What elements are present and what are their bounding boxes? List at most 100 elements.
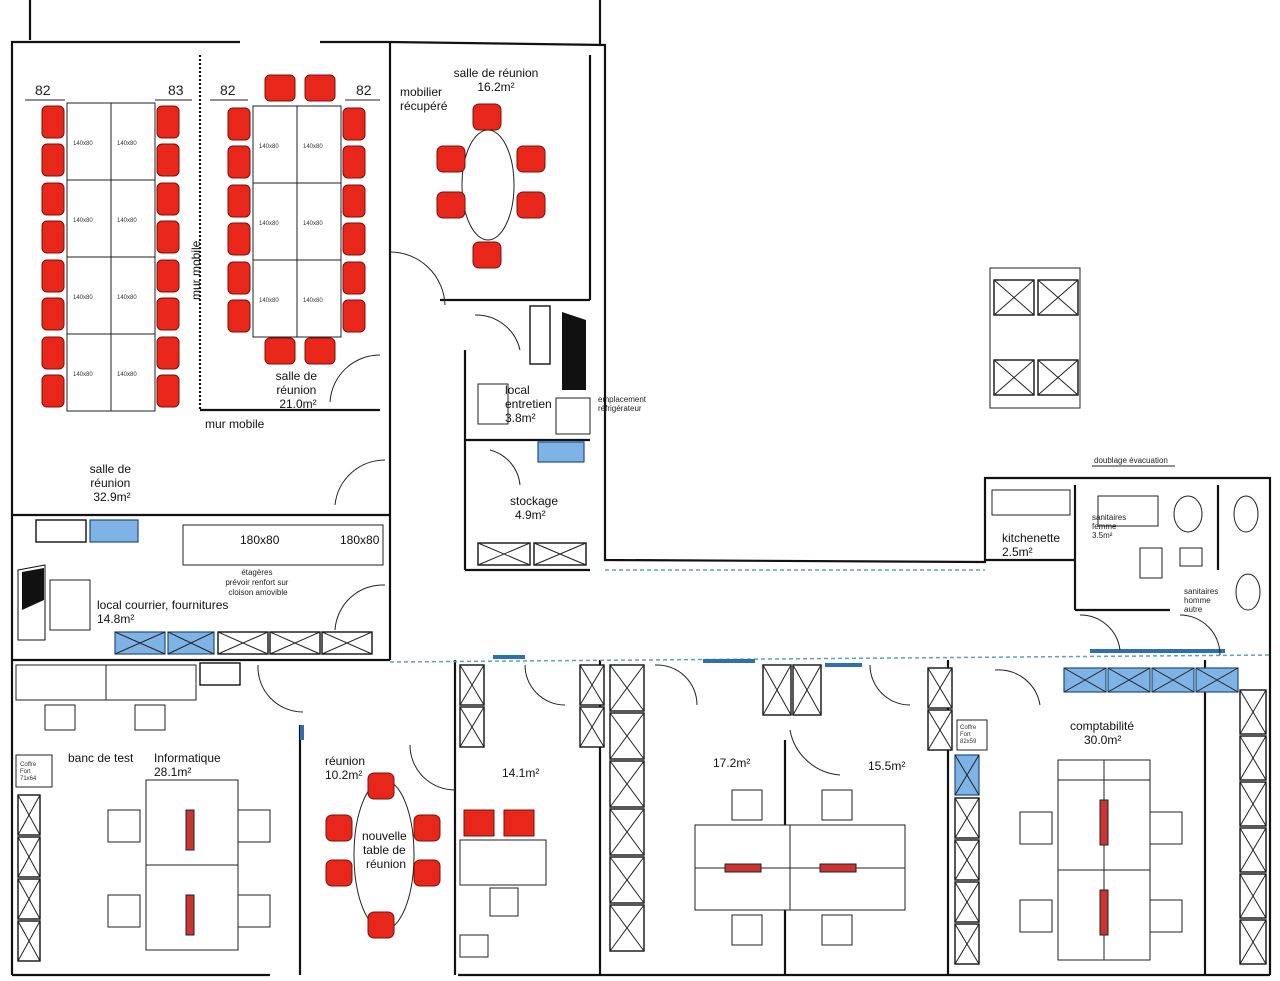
chair-compta-1	[1019, 811, 1053, 845]
courrier-area: 14.8m²	[97, 612, 134, 626]
door-swings	[257, 251, 1221, 791]
compta-left-cab-1-x2	[954, 839, 980, 881]
door-arc-10	[789, 729, 841, 776]
big-chair-l-0-1	[41, 143, 65, 177]
col-cab-a-1-x2	[579, 706, 605, 748]
etageres-label: étagères prévoir renfort sur cloison amo…	[225, 568, 290, 597]
courrier-room: 180x80 180x80 étagères prévoir renfort s…	[17, 519, 384, 655]
mid-chair-l-0-1	[227, 145, 251, 179]
service-rooms: local entretien 3.8m² emplacement réfrig…	[477, 305, 648, 566]
kitchenette-name: kitchenette	[1002, 531, 1060, 545]
small-chair-3	[436, 191, 466, 219]
mid-chair-l-2-0	[227, 261, 251, 295]
door-arc-12	[994, 669, 1041, 706]
cf2-1: Coffre	[960, 725, 977, 731]
cf1-1: Coffre	[20, 762, 37, 768]
chair-172-3	[731, 914, 763, 946]
compta-top-cab-0-x2	[1063, 667, 1107, 693]
emplacement-label: emplacement réfrigérateur	[598, 395, 648, 413]
float-cab-2-x2	[1037, 279, 1079, 316]
courrier-cab-1-x2	[269, 631, 321, 655]
dimension-82-b: 82	[220, 82, 236, 98]
mobilier-2: récupéré	[400, 99, 448, 113]
office-172-155: 17.2m² 15.5m²	[694, 756, 906, 946]
nouvelle-table-label: nouvelle table de réunion	[362, 829, 410, 871]
mobilier-label: mobilier récupéré	[400, 85, 448, 113]
comptabilite-area: 30.0m²	[1084, 733, 1121, 747]
big-chair-l-2-1	[41, 297, 65, 331]
sh-1: sanitaires	[1184, 587, 1218, 596]
sf-2: femme	[1092, 522, 1117, 531]
door-arc-8	[524, 664, 566, 706]
new-chair-2	[325, 814, 353, 842]
mid-chair-bottom-0	[264, 337, 296, 365]
big-table-3-1	[110, 333, 156, 412]
chair-compta-3	[1019, 899, 1053, 933]
sink-entretien	[477, 383, 509, 425]
info-cab-0-x2	[17, 794, 41, 836]
divider-172-b	[819, 863, 857, 873]
mid-chair-r-0-0	[342, 107, 366, 141]
mid-chair-bottom-1	[304, 337, 336, 365]
col-cab-c-1-x2	[792, 664, 822, 716]
etageres-2: prévoir renfort sur	[225, 578, 288, 587]
chair-172-1	[731, 789, 763, 821]
emplacement-1: emplacement	[598, 395, 647, 404]
chair-info-4	[237, 894, 271, 928]
sh-2: homme	[1184, 596, 1211, 605]
fridge-box	[555, 397, 591, 435]
small-chair-5	[516, 191, 546, 219]
printer	[199, 662, 241, 686]
new-chair-3	[325, 859, 353, 887]
col-cab-a-0-x2	[579, 664, 605, 706]
big-table-label-1-1: 140x80	[117, 218, 137, 224]
divider-info-2	[185, 894, 195, 936]
toilet-1	[1173, 495, 1203, 533]
door-arc-0	[389, 251, 446, 306]
comptabilite-room: comptabilité 30.0m² Coffre Fort 82x59	[459, 664, 1267, 965]
mid-table-label-0-0: 140x80	[259, 144, 279, 150]
nt-2: table de	[363, 843, 406, 857]
new-chair-5	[413, 859, 441, 887]
compta-top-cab-1-x2	[1107, 667, 1151, 693]
doublage-label: doublage évacuation	[1094, 456, 1168, 465]
kitchenette-area: doublage évacuation kitchenette 2.5m² sa…	[991, 456, 1261, 614]
chair-172-4	[821, 914, 853, 946]
toilet-2	[1233, 495, 1259, 533]
local-entretien-label: local entretien 3.8m²	[505, 383, 555, 425]
mid-table-1-1	[296, 182, 342, 261]
cabinet-entretien	[529, 305, 551, 365]
big-table-label-3-0: 140x80	[73, 372, 93, 378]
mid-chair-top-1	[304, 74, 336, 102]
mid-chair-top-0	[264, 74, 296, 102]
info-cab-2-x2	[17, 878, 41, 920]
chair-compta-4	[1149, 899, 1183, 933]
chair-info-2	[237, 809, 271, 843]
mid-chair-l-1-1	[227, 222, 251, 256]
courrier-cab-blue-1-x2	[114, 631, 166, 655]
big-table-label-3-1: 140x80	[117, 372, 137, 378]
reunion-new-name: réunion	[325, 754, 365, 768]
desk-banc-2	[105, 664, 197, 701]
big-table-0-0	[66, 102, 112, 181]
stock-cab-2-x2	[533, 542, 587, 566]
mid-table-label-2-1: 140x80	[303, 298, 323, 304]
machine-courrier	[49, 579, 91, 631]
red-chair-141-b	[503, 809, 535, 837]
room-label-big-meeting: salle de réunion 32.9m²	[90, 462, 135, 504]
courrier-cab-2-x2	[321, 631, 373, 655]
mid-chair-l-2-1	[227, 299, 251, 333]
informatique-room: banc de test Informatique 28.1m² Coffre …	[15, 662, 271, 962]
stockage-area: 4.9m²	[515, 508, 546, 522]
informatique-area: 28.1m²	[154, 765, 191, 779]
big-table-2-1	[110, 256, 156, 335]
cabinet-courrier-1	[35, 519, 87, 543]
small-meeting-name: salle de réunion	[454, 66, 539, 80]
mid-table-label-2-0: 140x80	[259, 298, 279, 304]
sh-3: autre	[1184, 605, 1203, 614]
reunion-new-room: réunion 10.2m² nouvelle table de réunion	[325, 754, 441, 939]
compta-right-cab-3-x2	[1239, 827, 1267, 873]
big-table-label-0-0: 140x80	[73, 141, 93, 147]
